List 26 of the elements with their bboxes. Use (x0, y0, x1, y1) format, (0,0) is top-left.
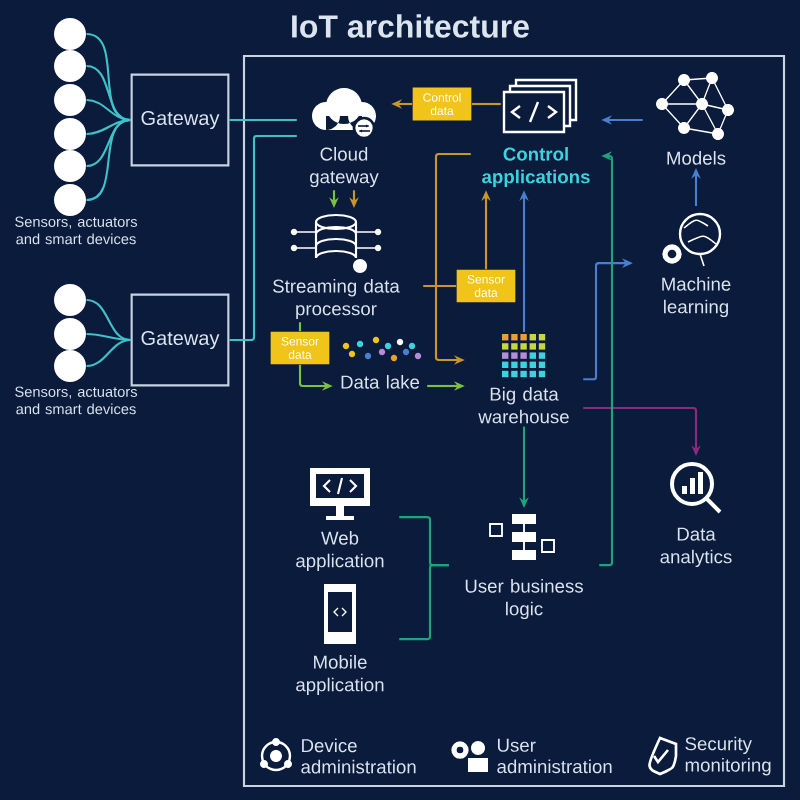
component-label: User business logic (465, 579, 583, 620)
device-circle (54, 350, 86, 382)
device-circle (54, 18, 86, 50)
component-label: Machine learning (662, 277, 731, 318)
component-label: Data lake (341, 375, 420, 389)
component-label: Control applications (482, 147, 590, 188)
component-label: Cloud gateway (310, 147, 379, 188)
device-circle (54, 84, 86, 116)
label: User administration (497, 738, 612, 774)
gateway-box: Gateway (130, 293, 230, 387)
device-circle (54, 118, 86, 150)
component-label: Data analytics (660, 527, 732, 568)
label: Security monitoring (685, 736, 771, 776)
device-circle (54, 50, 86, 82)
component-label: Models (667, 151, 726, 165)
device-circle (54, 184, 86, 216)
title: IoT architecture (292, 14, 529, 38)
component-label: Big data warehouse (478, 387, 569, 424)
label: Device administration (301, 738, 416, 774)
component-label: Streaming data processor (273, 279, 400, 320)
device-circle (54, 318, 86, 350)
device-circle (54, 150, 86, 182)
gateway-box: Gateway (130, 73, 230, 167)
device-circle (54, 284, 86, 316)
component-label: Mobile application (296, 655, 384, 696)
component-label: Web application (296, 531, 384, 572)
